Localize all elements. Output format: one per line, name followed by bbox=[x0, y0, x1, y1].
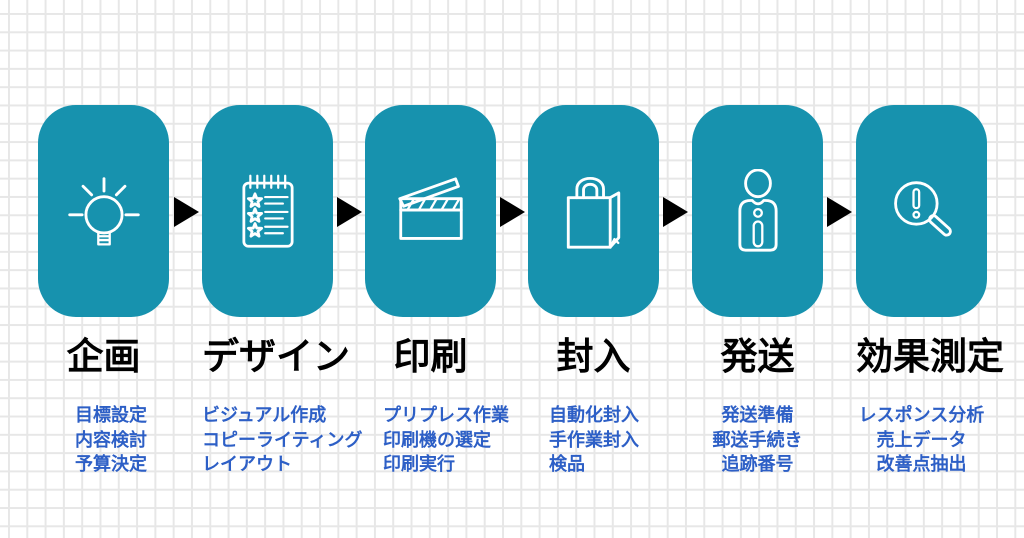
step-detail: 印刷機の選定 bbox=[383, 429, 491, 450]
step-box bbox=[692, 105, 823, 317]
step-detail: レイアウト bbox=[202, 454, 292, 474]
step-details: 発送準備 郵送手続き 追跡番号 bbox=[692, 403, 823, 477]
magnifier-alert-icon bbox=[893, 181, 952, 237]
step-detail: 検品 bbox=[549, 454, 585, 474]
step-box bbox=[202, 105, 333, 317]
step-detail: ビジュアル作成 bbox=[202, 405, 327, 425]
step-details: 目標設定 内容検討 予算決定 bbox=[38, 403, 169, 477]
step-detail: 発送準備 bbox=[721, 405, 794, 425]
step-box bbox=[528, 105, 659, 317]
step-planning: 企画 目標設定 内容検討 予算決定 bbox=[38, 105, 169, 477]
step-detail: 自動化封入 bbox=[549, 405, 639, 425]
step-design: デザイン ビジュアル作成 コピーライティング レイアウト bbox=[202, 105, 363, 477]
step-detail: 改善点抽出 bbox=[876, 454, 967, 474]
step-title: 効果測定 bbox=[856, 336, 1004, 377]
step-details: レスポンス分析 売上データ 改善点抽出 bbox=[856, 403, 987, 477]
step-details: 自動化封入 手作業封入 検品 bbox=[528, 403, 659, 477]
step-detail: 郵送手続き bbox=[712, 429, 803, 450]
step-details: プリプレス作業 印刷機の選定 印刷実行 bbox=[365, 403, 509, 477]
step-title: デザイン bbox=[202, 336, 350, 377]
right-arrow-icon bbox=[663, 197, 688, 227]
step-title: 印刷 bbox=[393, 336, 468, 377]
step-title: 企画 bbox=[66, 336, 141, 377]
notepad-checklist-icon bbox=[241, 174, 294, 248]
step-detail: 印刷実行 bbox=[383, 454, 455, 474]
delivery-person-icon bbox=[737, 169, 778, 252]
step-inserting: 封入 自動化封入 手作業封入 検品 bbox=[528, 105, 659, 477]
clapperboard-icon bbox=[397, 177, 463, 240]
step-detail: コピーライティング bbox=[202, 429, 363, 450]
right-arrow-icon bbox=[337, 197, 362, 227]
step-detail: 予算決定 bbox=[75, 454, 147, 474]
right-arrow-icon bbox=[174, 197, 199, 227]
shopping-bag-icon bbox=[566, 176, 620, 249]
step-box bbox=[856, 105, 987, 317]
step-box bbox=[365, 105, 496, 317]
step-detail: 追跡番号 bbox=[721, 454, 794, 474]
step-detail: プリプレス作業 bbox=[383, 405, 509, 425]
step-title: 封入 bbox=[556, 336, 631, 377]
step-shipping: 発送 発送準備 郵送手続き 追跡番号 bbox=[692, 105, 823, 477]
lightbulb-idea-icon bbox=[67, 177, 140, 246]
step-details: ビジュアル作成 コピーライティング レイアウト bbox=[202, 403, 363, 477]
step-detail: 内容検討 bbox=[75, 429, 147, 450]
right-arrow-icon bbox=[500, 197, 525, 227]
step-printing: 印刷 プリプレス作業 印刷機の選定 印刷実行 bbox=[365, 105, 509, 477]
step-detail: 目標設定 bbox=[75, 405, 147, 425]
step-detail: 手作業封入 bbox=[549, 429, 639, 450]
right-arrow-icon bbox=[827, 197, 852, 227]
step-title: 発送 bbox=[720, 336, 795, 377]
step-measurement: 効果測定 レスポンス分析 売上データ 改善点抽出 bbox=[856, 105, 1004, 477]
step-detail: レスポンス分析 bbox=[858, 405, 985, 425]
step-detail: 売上データ bbox=[876, 429, 967, 450]
step-box bbox=[38, 105, 169, 317]
